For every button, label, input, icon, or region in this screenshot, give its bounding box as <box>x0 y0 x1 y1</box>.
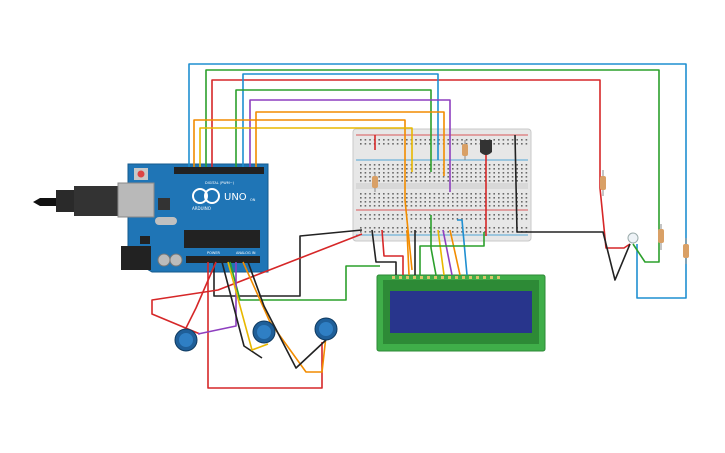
wire-green-lcd <box>430 215 437 276</box>
digital-header-label: DIGITAL (PWM~) <box>205 181 235 185</box>
wire-red-lcd <box>381 229 404 275</box>
arduino-uno[interactable]: UNO ARDUINO DIGITAL (PWM~) POWER ANALOG … <box>33 163 269 273</box>
potentiometer[interactable] <box>252 320 276 344</box>
wire-blue-top <box>188 63 687 299</box>
wire-orange-2 <box>255 111 445 176</box>
resistor[interactable] <box>462 140 468 160</box>
resistors[interactable] <box>372 140 689 264</box>
resistor[interactable] <box>683 238 689 264</box>
potentiometer[interactable] <box>314 317 338 341</box>
resistor[interactable] <box>658 224 664 250</box>
wire-black-lcd <box>371 229 397 275</box>
wire-orange-lcd2 <box>449 229 461 276</box>
wire-yellow-lcd <box>437 229 445 276</box>
resistor[interactable] <box>600 170 606 196</box>
analog-header-label: ANALOG IN <box>236 251 256 255</box>
breadboard-holes <box>360 139 528 233</box>
lcd-16x2[interactable] <box>376 274 546 352</box>
wire-orange-pot <box>242 261 327 373</box>
board-maker-text: ARDUINO <box>192 206 211 211</box>
wire-purple <box>249 99 451 192</box>
wire-black-gnd <box>213 229 363 297</box>
wire-green-lcd2 <box>419 232 485 275</box>
wire-purple-lcd <box>442 229 453 276</box>
wire-green-top <box>205 69 660 263</box>
power-on-label: ON <box>250 198 256 202</box>
wire-orange-1 <box>193 119 413 271</box>
wire-red-5v <box>151 233 363 335</box>
potentiometer[interactable] <box>174 328 198 352</box>
wire-black-bb <box>514 134 631 281</box>
wire-yellow-pot <box>227 261 269 351</box>
wire-purple-pot <box>197 262 237 335</box>
wire-yellow-1 <box>199 127 413 172</box>
breadboard[interactable] <box>352 128 532 242</box>
wire-orange-lcd <box>406 229 410 276</box>
resistor[interactable] <box>372 172 378 192</box>
temperature-sensor[interactable] <box>480 140 492 155</box>
wire-black-pot2 <box>247 261 327 369</box>
wire-black-pot <box>221 261 263 359</box>
lcd-pin-header <box>392 276 500 279</box>
wire-red-pot2 <box>183 261 217 333</box>
power-header-label: POWER <box>207 251 221 255</box>
wire-blue-lcd <box>457 219 468 276</box>
board-brand-text: UNO <box>224 192 247 203</box>
rgb-led[interactable] <box>627 232 639 244</box>
